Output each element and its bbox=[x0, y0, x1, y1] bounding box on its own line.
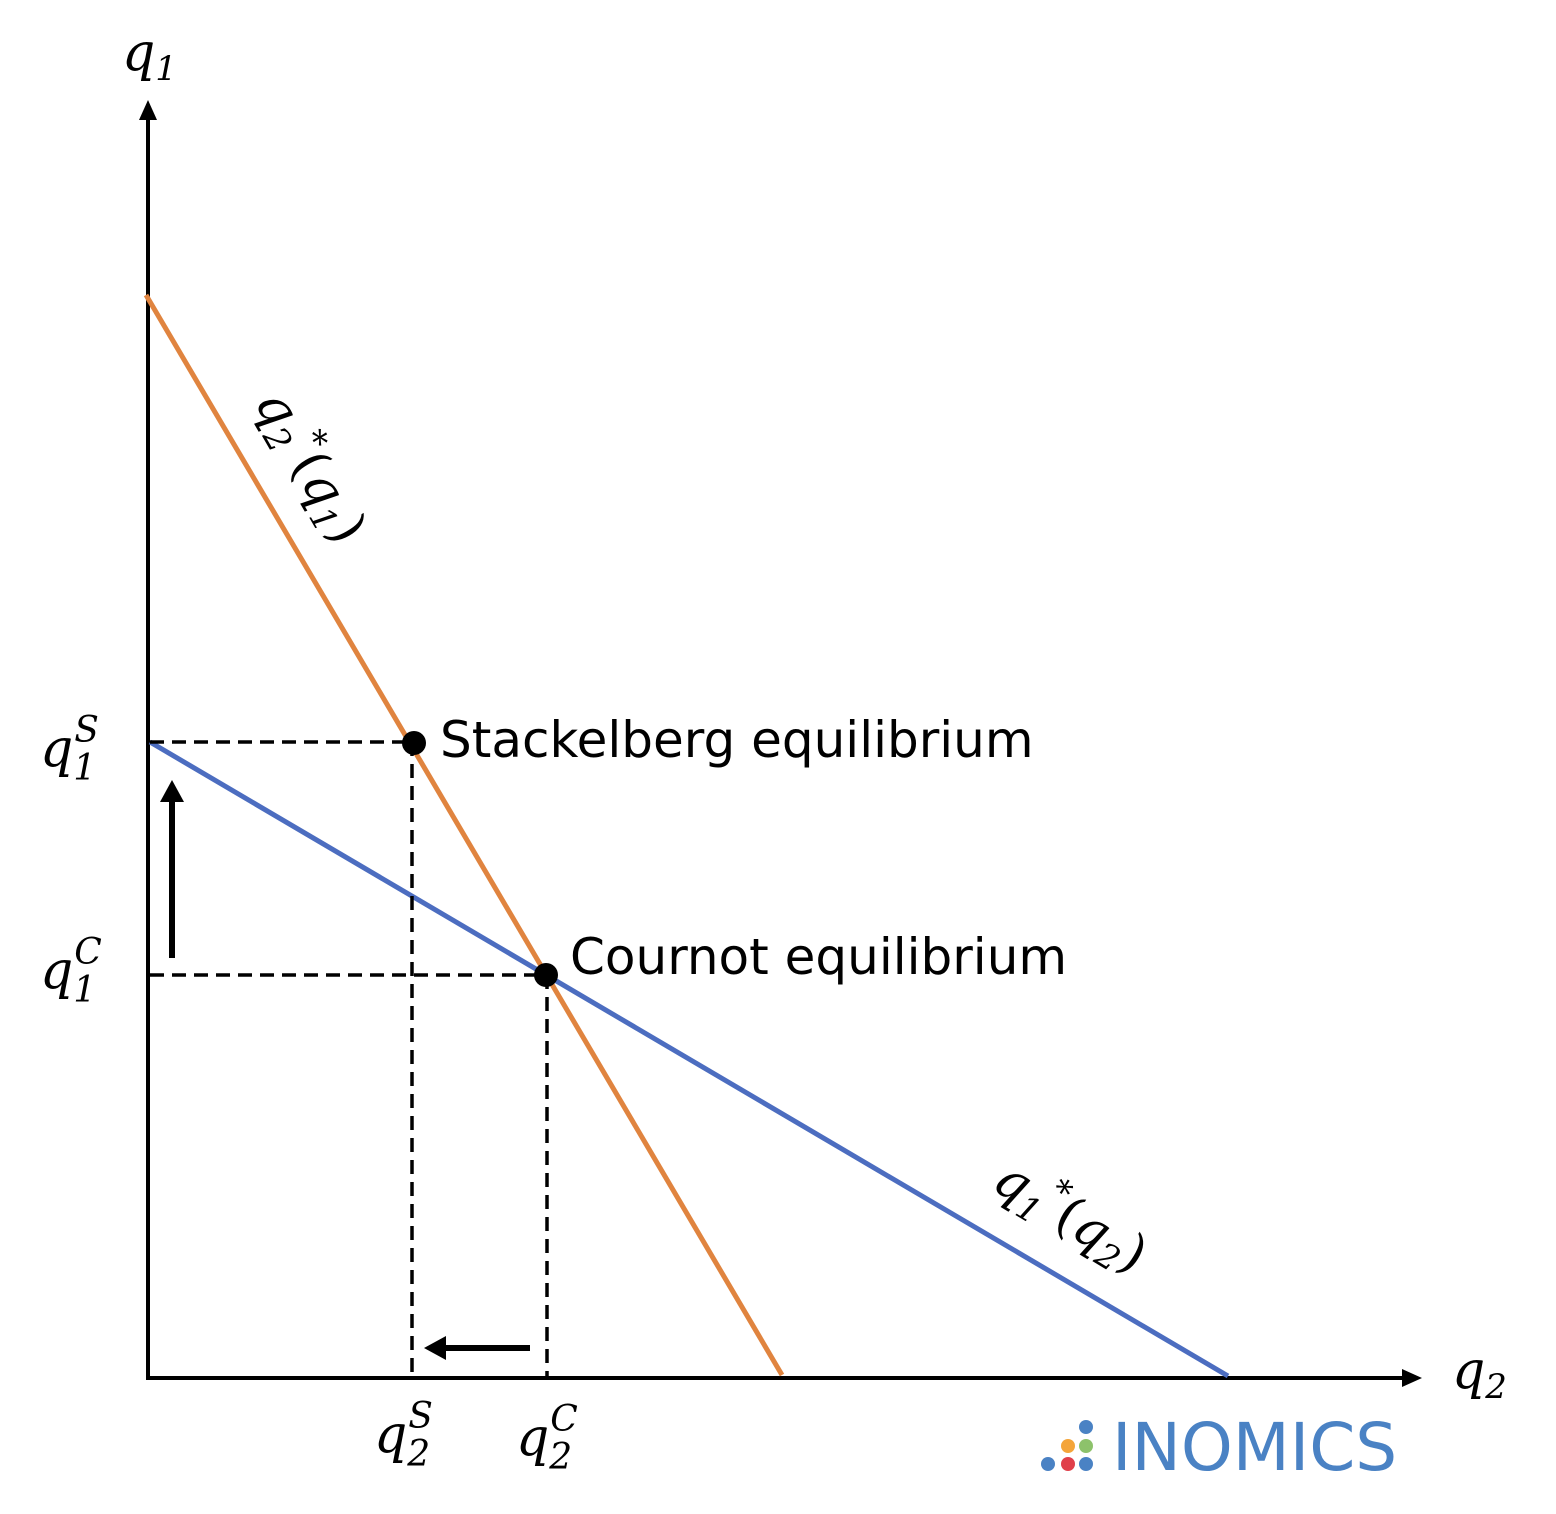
cournot-label: Cournot equilibrium bbox=[570, 928, 1067, 986]
tick-label-q2-stackelberg: q2S bbox=[374, 1396, 433, 1475]
logo-wordmark: INOMICS bbox=[1112, 1409, 1397, 1486]
logo-dot-blue-left bbox=[1041, 1457, 1055, 1471]
firm1-reaction-curve bbox=[148, 739, 1230, 1379]
logo-dot-red bbox=[1061, 1457, 1075, 1471]
tick-label-q1-cournot: q1C bbox=[40, 932, 102, 1011]
logo-dot-blue-right bbox=[1079, 1457, 1093, 1471]
y-axis-arrowhead bbox=[139, 100, 157, 120]
x-axis-arrowhead bbox=[1402, 1369, 1422, 1387]
cournot-point bbox=[534, 963, 558, 987]
logo-dot-blue-top bbox=[1079, 1420, 1093, 1434]
dashed-guides bbox=[150, 740, 549, 1378]
q1-increase-arrowhead bbox=[160, 780, 184, 802]
x-axis-label: q2 bbox=[1452, 1341, 1507, 1407]
firm1-reaction-label: q1*(q2) bbox=[980, 1143, 1161, 1291]
firm2-reaction-label: q2*(q1) bbox=[238, 376, 384, 557]
logo-dot-green bbox=[1079, 1439, 1093, 1453]
tick-label-q2-cournot: q2C bbox=[516, 1399, 578, 1478]
tick-label-q1-stackelberg: q1S bbox=[40, 710, 99, 789]
logo-dot-orange bbox=[1061, 1439, 1075, 1453]
inomics-logo: INOMICS bbox=[1041, 1409, 1397, 1486]
q2-decrease-arrowhead bbox=[424, 1336, 446, 1360]
stackelberg-point bbox=[402, 731, 426, 755]
firm2-reaction-curve bbox=[143, 293, 785, 1377]
stackelberg-label: Stackelberg equilibrium bbox=[440, 711, 1034, 769]
y-axis-label: q1 bbox=[122, 23, 177, 89]
